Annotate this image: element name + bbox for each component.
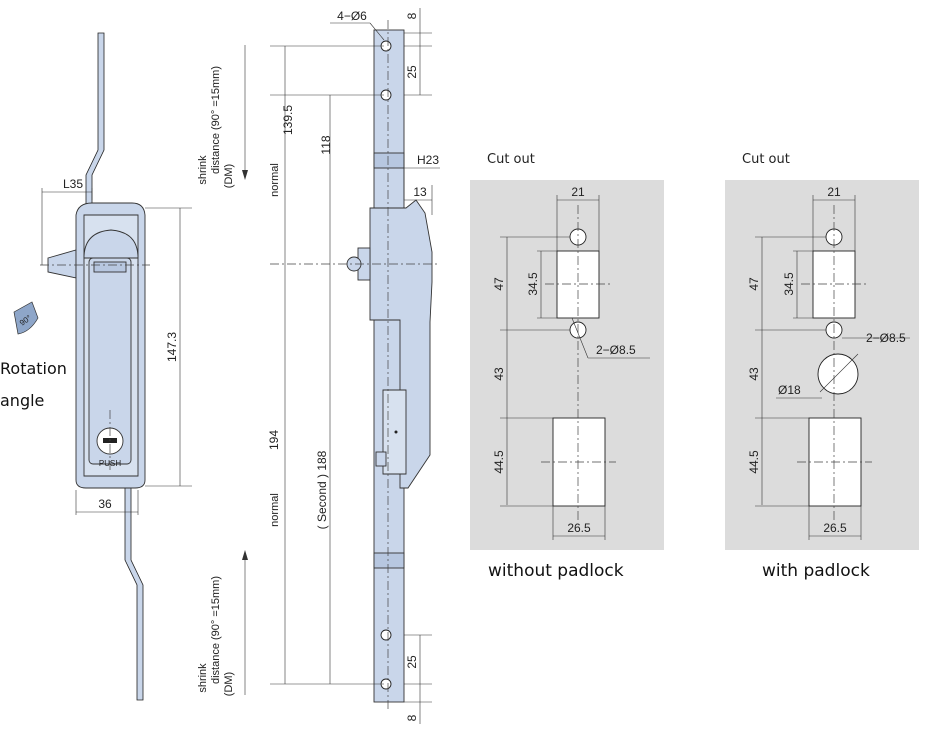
- cutout-without-padlock: Cut out 21 47 34.5 2−Ø8.5 43 44.5: [470, 152, 664, 550]
- dim-8-top: 8: [405, 12, 419, 19]
- normal-top: normal: [269, 163, 281, 197]
- cutout-b-dim-47: 47: [747, 277, 761, 291]
- cutout-a-dim-43: 43: [492, 367, 506, 381]
- caption-without-padlock: without padlock: [488, 561, 624, 581]
- dim-4-holes: 4−Ø6: [337, 9, 367, 23]
- rotation-arrow-icon: 90°: [13, 301, 39, 335]
- cutout-b-dim-43: 43: [747, 367, 761, 381]
- cutout-a-dim-265: 26.5: [567, 521, 591, 535]
- dim-36: 36: [98, 497, 112, 511]
- cutout-b-title: Cut out: [742, 152, 790, 167]
- dim-25-top: 25: [405, 65, 419, 79]
- rod-dimensions: 4−Ø6 8 25 139.5 118 normal H23 13 194 no…: [267, 8, 440, 724]
- rod-side-view: [270, 20, 440, 712]
- cutout-a-dim-445: 44.5: [492, 450, 506, 474]
- cutout-a-dim-47: 47: [492, 277, 506, 291]
- cutout-b-holes: 2−Ø8.5: [866, 331, 906, 345]
- dim-194: 194: [267, 430, 281, 450]
- dim-139: 139.5: [281, 105, 295, 135]
- svg-text:(DM): (DM): [223, 164, 235, 188]
- handle-front-view: PUSH: [40, 32, 150, 701]
- cutout-a-dim-345: 34.5: [526, 272, 540, 296]
- cutout-a-dim-21: 21: [571, 185, 585, 199]
- rotation-label: Rotation: [0, 359, 67, 378]
- cutout-b-dim-445: 44.5: [747, 450, 761, 474]
- cutout-b-dim-21: 21: [827, 185, 841, 199]
- cutout-a-title: Cut out: [487, 152, 535, 167]
- angle-label: angle: [0, 391, 44, 410]
- dim-8-bot: 8: [405, 714, 419, 721]
- handle-dimensions: L35 147.3 36: [41, 177, 192, 515]
- cutout-b-dim-18: Ø18: [778, 383, 801, 397]
- cutout-b-dim-345: 34.5: [782, 272, 796, 296]
- svg-text:shrink: shrink: [197, 663, 209, 693]
- cutout-with-padlock: Cut out 21 47 34.5 2−Ø8.5 Ø18 4: [725, 152, 919, 550]
- dim-h23: H23: [417, 153, 439, 167]
- normal-bottom: normal: [269, 493, 281, 527]
- svg-text:shrink: shrink: [197, 155, 209, 185]
- dim-l35: L35: [63, 177, 83, 191]
- dim-25-bot: 25: [405, 655, 419, 669]
- dim-13: 13: [413, 185, 427, 199]
- dim-147: 147.3: [165, 332, 179, 362]
- svg-text:distance (90° =15mm): distance (90° =15mm): [210, 66, 222, 174]
- shrink-distance-top: shrink distance (90° =15mm) (DM): [197, 45, 248, 188]
- shrink-distance-bottom: shrink distance (90° =15mm) (DM): [197, 550, 248, 696]
- cutout-a-holes: 2−Ø8.5: [596, 343, 636, 357]
- svg-text:(DM): (DM): [223, 672, 235, 696]
- svg-text:distance (90° =15mm): distance (90° =15mm): [210, 576, 222, 684]
- dim-118: 118: [319, 135, 333, 154]
- cutout-b-dim-265: 26.5: [823, 521, 847, 535]
- dim-188: ( Second ) 188: [315, 450, 329, 529]
- caption-with-padlock: with padlock: [762, 561, 870, 581]
